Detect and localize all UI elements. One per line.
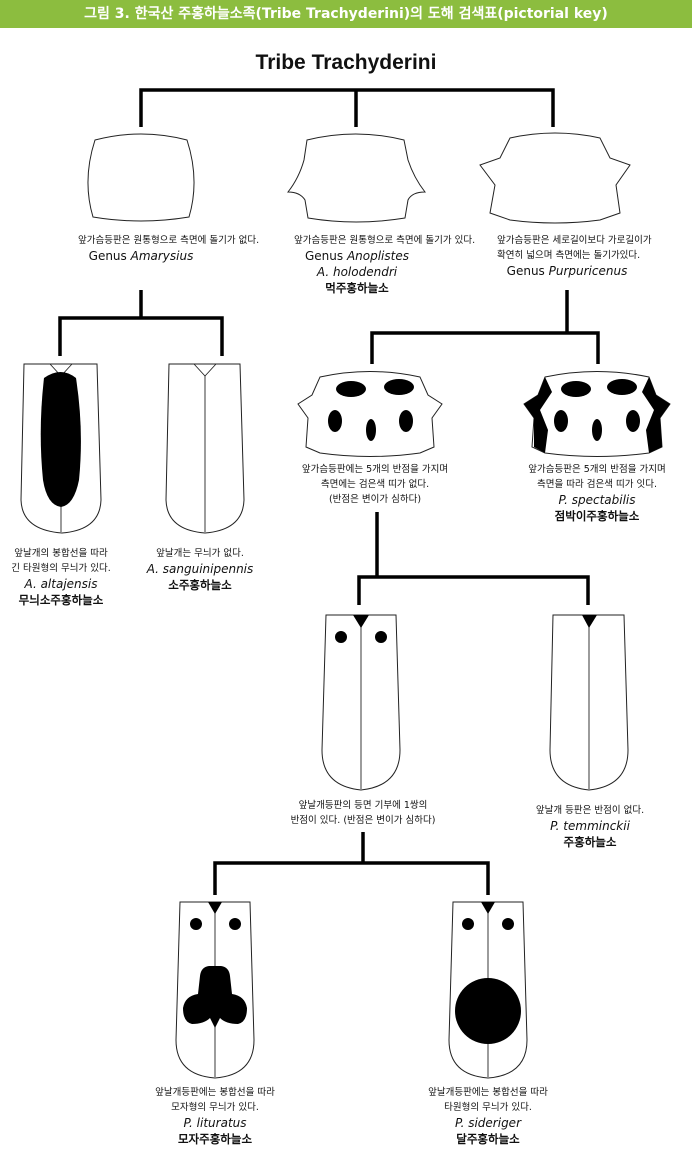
connector-amarysius xyxy=(58,290,224,356)
label-desc: 앞날개등판의 등면 기부에 1쌍의 xyxy=(298,800,428,811)
label-desc: (반점은 변이가 심하다) xyxy=(328,494,422,505)
side-band-left xyxy=(524,377,552,453)
label-sci: A. altajensis xyxy=(24,577,98,591)
hat-shaped-marking xyxy=(183,966,247,1028)
label-desc: 측면에는 검은색 띠가 없다. xyxy=(320,479,430,490)
spot xyxy=(336,381,366,397)
connector-elytra-spots xyxy=(213,832,490,895)
root-title: Tribe Trachyderini xyxy=(255,51,437,74)
label-desc: 확연히 넓으며 측면에는 돌기가있다. xyxy=(497,250,641,261)
basal-spot xyxy=(335,631,347,643)
figure-caption-bar: 그림 3. 한국산 주홍하늘소족(Tribe Trachyderini)의 도해… xyxy=(0,0,692,28)
label-lituratus: 앞날개등판에는 봉합선을 따라 모자형의 무늬가 있다. P. lituratu… xyxy=(148,1085,282,1148)
label-desc: 앞가슴등판은 5개의 반점을 가지며 xyxy=(528,464,666,475)
scutellum xyxy=(208,902,222,914)
basal-spot xyxy=(375,631,387,643)
label-sci: P. temminckii xyxy=(550,819,630,833)
label-desc: 타원형의 무늬가 있다. xyxy=(444,1102,532,1113)
pronotum-five-spots xyxy=(297,371,443,457)
label-desc: 반점이 있다. (반점은 변이가 심하다) xyxy=(290,815,436,826)
connector-root xyxy=(139,88,555,127)
label-desc: 앞날개등판에는 봉합선을 따라 xyxy=(155,1087,275,1098)
label-desc: 앞날개는 무늬가 없다. xyxy=(156,548,244,559)
pronotum-spots xyxy=(328,377,670,453)
label-amarysius: 앞가슴등판은 원통형으로 측면에 돌기가 없다. Genus Amarysius xyxy=(78,233,260,264)
basal-spot xyxy=(502,918,514,930)
spot xyxy=(366,419,376,441)
spot xyxy=(384,379,414,395)
label-korean: 주홍하늘소 xyxy=(563,835,617,849)
scutellum xyxy=(582,615,597,628)
label-korean: 점박이주홍하늘소 xyxy=(554,509,640,523)
elongate-oval-marking xyxy=(40,372,81,507)
spot xyxy=(561,381,591,397)
spot xyxy=(626,410,640,432)
spot xyxy=(554,410,568,432)
label-desc: 앞날개 등판은 반점이 없다. xyxy=(535,805,645,816)
label-korean: 무늬소주홍하늘소 xyxy=(18,593,104,607)
label-desc: 측면을 따라 검은색 띠가 잇다. xyxy=(537,479,657,490)
connector-lines xyxy=(58,88,600,895)
label-desc: 긴 타원형의 무늬가 있다. xyxy=(11,563,111,574)
label-desc: 앞가슴등판에는 5개의 반점을 가지며 xyxy=(301,464,449,475)
side-band-right xyxy=(642,377,670,453)
label-desc: 앞가슴등판은 세로길이보다 가로길이가 xyxy=(497,235,652,246)
spot xyxy=(328,410,342,432)
label-elytra-spots: 앞날개등판의 등면 기부에 1쌍의 반점이 있다. (반점은 변이가 심하다) xyxy=(288,798,438,828)
label-sci: P. lituratus xyxy=(183,1116,247,1130)
label-spectabilis: 앞가슴등판은 5개의 반점을 가지며 측면을 따라 검은색 띠가 잇다. P. … xyxy=(527,462,667,525)
label-sci: A. sanguinipennis xyxy=(146,562,254,576)
label-korean: 달주홍하늘소 xyxy=(456,1132,520,1146)
scutellum xyxy=(353,615,369,628)
pronotum-anoplistes xyxy=(286,133,427,223)
scutellum xyxy=(193,363,217,377)
large-oval-marking xyxy=(455,978,521,1044)
label-sanguinipennis: 앞날개는 무늬가 없다. A. sanguinipennis 소주홍하늘소 xyxy=(145,546,255,594)
label-anoplistes: 앞가슴등판은 원통형으로 측면에 돌기가 있다. Genus Anopliste… xyxy=(294,233,476,297)
label-desc: 앞가슴등판은 원통형으로 측면에 돌기가 없다. xyxy=(78,235,260,246)
spot xyxy=(399,410,413,432)
spot xyxy=(607,379,637,395)
label-sci: P. spectabilis xyxy=(558,493,636,507)
label-purpuricenus: 앞가슴등판은 세로길이보다 가로길이가 확연히 넓으며 측면에는 돌기가있다. … xyxy=(497,233,652,279)
figure-caption: 그림 3. 한국산 주홍하늘소족(Tribe Trachyderini)의 도해… xyxy=(84,6,608,22)
spot xyxy=(592,419,602,441)
connector-five-spots xyxy=(357,512,590,605)
label-temminckii: 앞날개 등판은 반점이 없다. P. temminckii 주홍하늘소 xyxy=(525,803,655,851)
label-desc: 모자형의 무늬가 있다. xyxy=(171,1102,259,1113)
label-species: A. holodendri xyxy=(316,265,398,279)
pronotum-purpuricenus xyxy=(479,132,631,224)
label-korean: 모자주홍하늘소 xyxy=(177,1132,253,1146)
label-sci: Genus Purpuricenus xyxy=(506,264,628,278)
scutellum xyxy=(481,902,495,914)
basal-spot xyxy=(462,918,474,930)
basal-spot xyxy=(190,918,202,930)
label-sci: P. sideriger xyxy=(455,1116,521,1130)
label-desc: 앞가슴등판은 원통형으로 측면에 돌기가 있다. xyxy=(294,235,476,246)
label-sci: Genus Anoplistes xyxy=(304,249,409,263)
label-desc: 앞날개등판에는 봉합선을 따라 xyxy=(428,1087,548,1098)
connector-purpuricenus xyxy=(370,290,600,364)
label-desc: 앞날개의 봉합선을 따라 xyxy=(14,548,108,559)
label-korean: 먹주홍하늘소 xyxy=(325,281,389,295)
label-sci: Genus Amarysius xyxy=(88,249,194,263)
basal-spot xyxy=(229,918,241,930)
label-korean: 소주홍하늘소 xyxy=(168,578,232,592)
pronotum-amarysius xyxy=(87,133,195,222)
label-five-spots: 앞가슴등판에는 5개의 반점을 가지며 측면에는 검은색 띠가 없다. (반점은… xyxy=(300,462,450,507)
label-altajensis: 앞날개의 봉합선을 따라 긴 타원형의 무늬가 있다. A. altajensi… xyxy=(6,546,116,609)
label-sideriger: 앞날개등판에는 봉합선을 따라 타원형의 무늬가 있다. P. siderige… xyxy=(421,1085,555,1148)
